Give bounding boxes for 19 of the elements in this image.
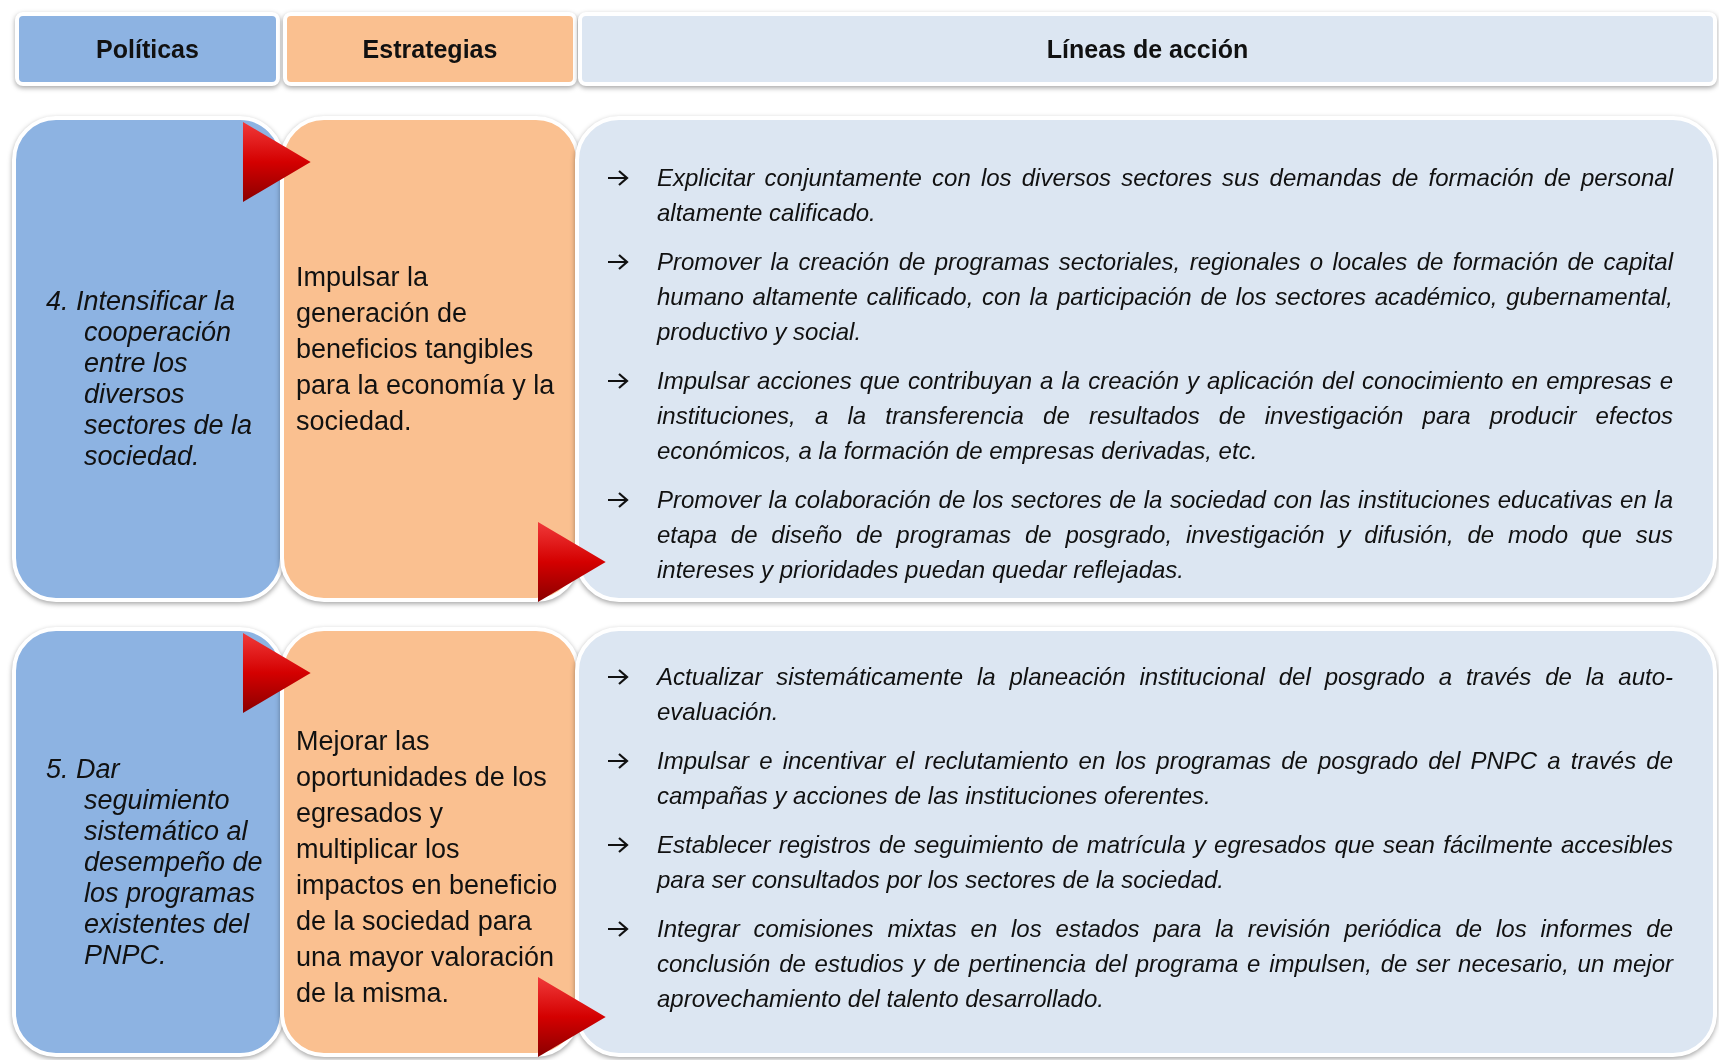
action-line-text: Impulsar e incentivar el reclutamiento en los programas de posgrado del PNPC a través de campañas y acciones de las instituciones oferentes.	[657, 746, 1673, 811]
column-heading: Estrategias	[362, 34, 498, 64]
arrow	[537, 522, 606, 602]
arrow	[537, 977, 606, 1057]
action-line-text: Establecer registros de seguimiento de matrícula y egresados que sean fácilmente accesibles para ser consultados por los sectores de la sociedad.	[657, 830, 1673, 895]
action-line-text: Integrar comisiones mixtas en los estados para la revisión periódica de los informes de conclusión de estudios y de pertinencia del programa e impulsen, de ser necesario, un mejor aprovechamiento del talento desarrollado.	[657, 914, 1673, 1014]
action-line-text: Explicitar conjuntamente con los diversos sectores sus demandas de formación de personal altamente calificado.	[657, 163, 1673, 228]
action-line-text: Actualizar sistemáticamente la planeación institucional del posgrado a través de la auto-evaluación.	[657, 662, 1673, 727]
arrow	[242, 633, 311, 713]
action-line-text: Promover la colaboración de los sectores de la sociedad con las instituciones educativas en la etapa de diseño de programas de posgrado, investigación y difusión, de modo que sus intereses y prioridades puedan quedar reflejadas.	[657, 485, 1673, 585]
policy-text: 4. Intensificar la cooperación entre los diversos sectores de la sociedad.	[45, 286, 254, 472]
action-line-text: Impulsar acciones que contribuyan a la creación y aplicación del conocimiento en empresas e instituciones, a la transferencia de resultados de investigación para producir efectos económicos, a la formación de empresas derivadas, etc.	[657, 366, 1673, 466]
strategy-text: Mejorar las oportunidades de los egresados y multiplicar los impactos en beneficio de la sociedad para una mayor valoración de la misma.	[295, 725, 559, 1010]
column-heading: Líneas de acción	[1046, 34, 1249, 64]
column-heading: Políticas	[96, 34, 199, 64]
arrow	[242, 122, 311, 202]
policy-text: 5. Dar seguimiento sistemático al desempeño de los programas existentes del PNPC.	[45, 753, 264, 971]
action-line-text: Promover la creación de programas sectoriales, regionales o locales de formación de capital humano altamente calificado, con la participación de los sectores académico, gubernamental, productivo y social.	[657, 247, 1673, 347]
strategy-text: Impulsar la generación de beneficios tangibles para la economía y la sociedad.	[295, 261, 556, 438]
